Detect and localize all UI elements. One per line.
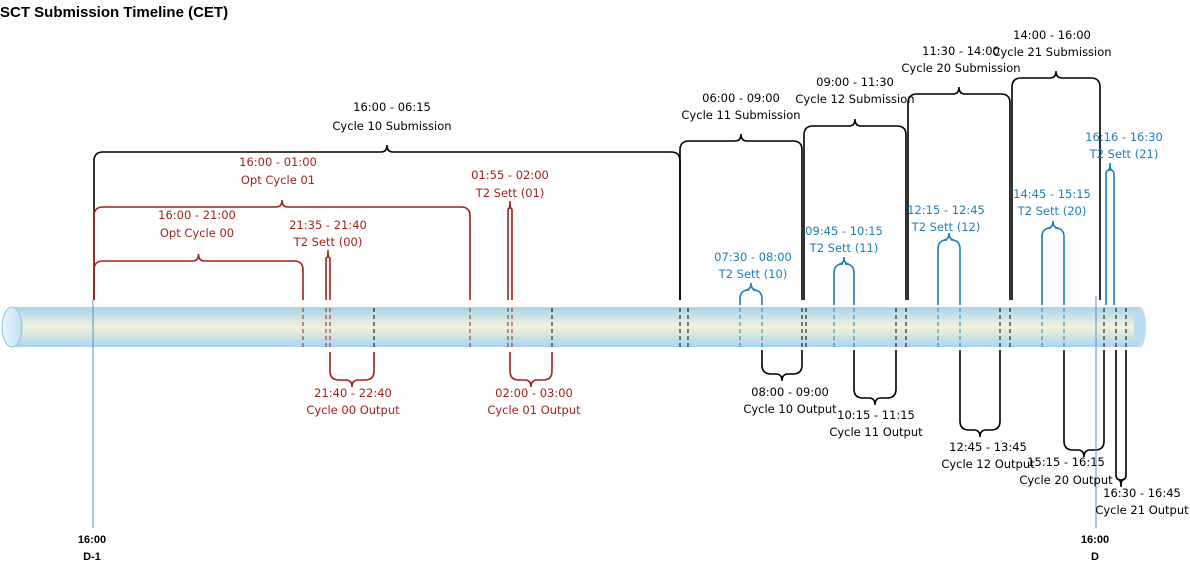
label-t2-12-line-1: T2 Sett (12): [911, 220, 981, 234]
label-out00-line-0: 21:40 - 22:40: [314, 386, 392, 400]
label-t2-10: 07:30 - 08:00 T2 Sett (10): [714, 250, 792, 281]
label-out12-line-0: 12:45 - 13:45: [949, 440, 1027, 454]
label-t2-01-line-0: 01:55 - 02:00: [471, 168, 549, 182]
label-t2-11-line-0: 09:45 - 10:15: [805, 224, 883, 238]
label-cycle12-sub-line-1: Cycle 12 Submission: [795, 92, 914, 106]
label-out01-line-1: Cycle 01 Output: [487, 403, 581, 417]
axis-end-time: 16:00: [1081, 534, 1109, 546]
label-cycle21-sub-line-0: 14:00 - 16:00: [1013, 28, 1091, 42]
bracket-out21: [1115, 350, 1127, 488]
label-t2-11: 09:45 - 10:15 T2 Sett (11): [805, 224, 883, 255]
label-opt01-line-0: 16:00 - 01:00: [239, 155, 317, 169]
axis-end-day: D: [1091, 551, 1099, 563]
diagram-title: SCT Submission Timeline (CET): [0, 4, 229, 21]
label-out10-line-0: 08:00 - 09:00: [751, 385, 829, 399]
label-out11-line-0: 10:15 - 11:15: [837, 408, 915, 422]
timeline-tube: [1, 306, 1146, 348]
bracket-cycle21-sub: [1011, 70, 1101, 300]
bracket-out00: [329, 352, 375, 388]
label-t2-21: 16:16 - 16:30 T2 Sett (21): [1085, 130, 1163, 161]
label-cycle20-sub-line-1: Cycle 20 Submission: [901, 61, 1020, 75]
label-t2-00: 21:35 - 21:40 T2 Sett (00): [289, 218, 367, 249]
bracket-t2-01: [507, 200, 513, 300]
bracket-out01: [509, 352, 553, 388]
label-out21-line-0: 16:30 - 16:45: [1103, 486, 1181, 500]
label-out21-line-1: Cycle 21 Output: [1095, 503, 1189, 517]
label-cycle11-sub-line-0: 06:00 - 09:00: [702, 91, 780, 105]
label-out01-line-0: 02:00 - 03:00: [495, 386, 573, 400]
label-t2-20-line-0: 14:45 - 15:15: [1013, 187, 1091, 201]
label-out20-line-0: 15:15 - 16:15: [1027, 455, 1105, 469]
bracket-cycle11-sub: [679, 133, 803, 300]
label-t2-12-line-0: 12:15 - 12:45: [907, 203, 985, 217]
label-cycle21-sub-line-1: Cycle 21 Submission: [992, 45, 1111, 59]
bracket-cycle12-sub: [803, 118, 907, 300]
label-opt00-line-1: Opt Cycle 00: [160, 226, 234, 240]
label-t2-01-line-1: T2 Sett (01): [475, 186, 545, 200]
bracket-t2-12: [937, 232, 961, 305]
bracket-opt00: [93, 253, 304, 300]
label-t2-20: 14:45 - 15:15 T2 Sett (20): [1013, 187, 1091, 218]
bracket-t2-20: [1041, 220, 1065, 305]
bracket-out11: [853, 350, 897, 406]
label-t2-10-line-0: 07:30 - 08:00: [714, 250, 792, 264]
brackets-layer: [93, 70, 1127, 488]
bracket-t2-21: [1105, 162, 1115, 305]
label-t2-10-line-1: T2 Sett (10): [718, 267, 788, 281]
label-opt00-line-0: 16:00 - 21:00: [158, 208, 236, 222]
label-out10-line-1: Cycle 10 Output: [743, 402, 837, 416]
bracket-t2-11: [833, 256, 855, 305]
bracket-t2-00: [325, 249, 331, 300]
bracket-out20: [1063, 350, 1105, 458]
label-t2-11-line-1: T2 Sett (11): [809, 241, 879, 255]
bracket-cycle10-sub: [93, 144, 681, 300]
label-t2-21-line-1: T2 Sett (21): [1089, 147, 1159, 161]
label-cycle11-sub-line-1: Cycle 11 Submission: [681, 108, 800, 122]
axis-start-day: D-1: [83, 551, 101, 563]
bracket-out10: [761, 350, 803, 382]
label-opt01-line-1: Opt Cycle 01: [241, 173, 315, 187]
bracket-t2-10: [739, 282, 763, 305]
label-t2-20-line-1: T2 Sett (20): [1017, 204, 1087, 218]
label-cycle10-sub-line-0: 16:00 - 06:15: [353, 100, 431, 114]
bracket-opt01: [93, 199, 471, 300]
label-t2-21-line-0: 16:16 - 16:30: [1085, 130, 1163, 144]
bracket-out12: [959, 350, 1001, 438]
label-cycle20-sub-line-0: 11:30 - 14:00: [922, 44, 1000, 58]
label-out00-line-1: Cycle 00 Output: [306, 403, 400, 417]
label-t2-00-line-0: 21:35 - 21:40: [289, 218, 367, 232]
bracket-cycle20-sub: [907, 86, 1011, 300]
label-out12-line-1: Cycle 12 Output: [941, 457, 1035, 471]
axis-start-time: 16:00: [78, 534, 106, 546]
label-cycle10-sub-line-1: Cycle 10 Submission: [332, 119, 451, 133]
label-t2-01: 01:55 - 02:00 T2 Sett (01): [471, 168, 549, 200]
label-cycle12-sub-line-0: 09:00 - 11:30: [816, 75, 894, 89]
label-out20-line-1: Cycle 20 Output: [1019, 473, 1113, 487]
axis-markers: 16:00 D-1 16:00 D: [78, 296, 1109, 563]
label-t2-00-line-1: T2 Sett (00): [293, 235, 363, 249]
label-out11-line-1: Cycle 11 Output: [829, 425, 923, 439]
label-t2-12: 12:15 - 12:45 T2 Sett (12): [907, 203, 985, 234]
